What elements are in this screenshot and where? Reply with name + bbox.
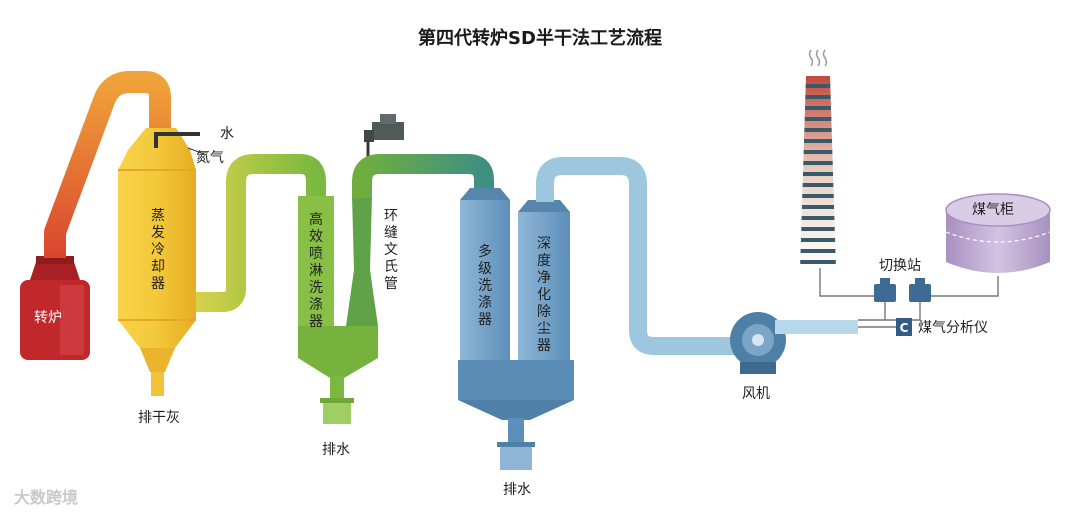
label-deep-purification-cleaner: 深度净化除尘器 (537, 236, 551, 354)
gas-holder (945, 193, 1051, 273)
chimney-band (805, 106, 831, 110)
label-nitrogen: 氮气 (196, 150, 224, 166)
label-drain-1: 排水 (322, 442, 350, 458)
chimney (800, 76, 836, 268)
label-gas-holder: 煤气柜 (972, 202, 1014, 218)
gas-analyzer-box: C (896, 318, 912, 336)
smoke-icon (808, 49, 828, 67)
duct-fan-outlet (775, 320, 858, 334)
label-venturi: 环缝文氏管 (384, 208, 398, 292)
watermark: 大数跨境 (14, 488, 79, 507)
chimney-band (801, 216, 835, 220)
chimney-band (802, 194, 834, 198)
label-water: 水 (220, 126, 234, 142)
analyzer-letter: C (900, 321, 909, 335)
chimney-band (803, 150, 833, 154)
switch-lines (819, 268, 999, 328)
scrubber-base (458, 360, 574, 470)
chimney-band (804, 117, 832, 121)
venturi-tube (346, 196, 378, 326)
label-switch-station: 切换站 (879, 258, 921, 274)
chimney-band (802, 183, 834, 187)
chimney-band (801, 205, 835, 209)
label-drain-2: 排水 (503, 482, 531, 498)
chimney-band (801, 227, 835, 231)
chimney-band (805, 95, 831, 99)
duct-cleaner-to-fan (536, 157, 740, 355)
label-evaporative-cooler: 蒸发冷却器 (151, 208, 165, 292)
duct-cooler-to-scrubber (196, 154, 326, 312)
switch-valve-left (874, 278, 896, 302)
chimney-band (800, 249, 836, 253)
chimney-band (800, 238, 836, 242)
duct-converter-to-cooler (44, 71, 171, 258)
chimney-band (803, 161, 833, 165)
chimney-band (804, 128, 832, 132)
high-efficiency-scrubber (298, 196, 378, 424)
label-fan: 风机 (742, 386, 770, 402)
duct-venturi-to-multiscrubber (352, 154, 494, 198)
label-gas-analyzer: 煤气分析仪 (918, 320, 988, 336)
chimney-band (804, 139, 832, 143)
label-dry-ash: 排干灰 (138, 410, 180, 426)
label-converter: 转炉 (34, 310, 62, 326)
multi-stage-scrubber (460, 188, 510, 360)
chimney-band (805, 84, 831, 88)
fan (730, 312, 786, 374)
label-high-efficiency-scrubber: 高效喷淋洗涤器 (309, 212, 323, 330)
converter (20, 256, 90, 360)
evaporative-cooler (118, 128, 196, 396)
label-multi-stage-scrubber: 多级洗涤器 (478, 244, 492, 328)
nitrogen-line (187, 147, 205, 155)
water-inlet-pipe (154, 132, 200, 148)
deep-purification-cleaner (518, 200, 570, 360)
chimney-band (803, 172, 833, 176)
diagram-title: 第四代转炉SD半干法工艺流程 (418, 28, 662, 49)
chimney-band (800, 260, 836, 264)
switch-valve-right (909, 278, 931, 302)
